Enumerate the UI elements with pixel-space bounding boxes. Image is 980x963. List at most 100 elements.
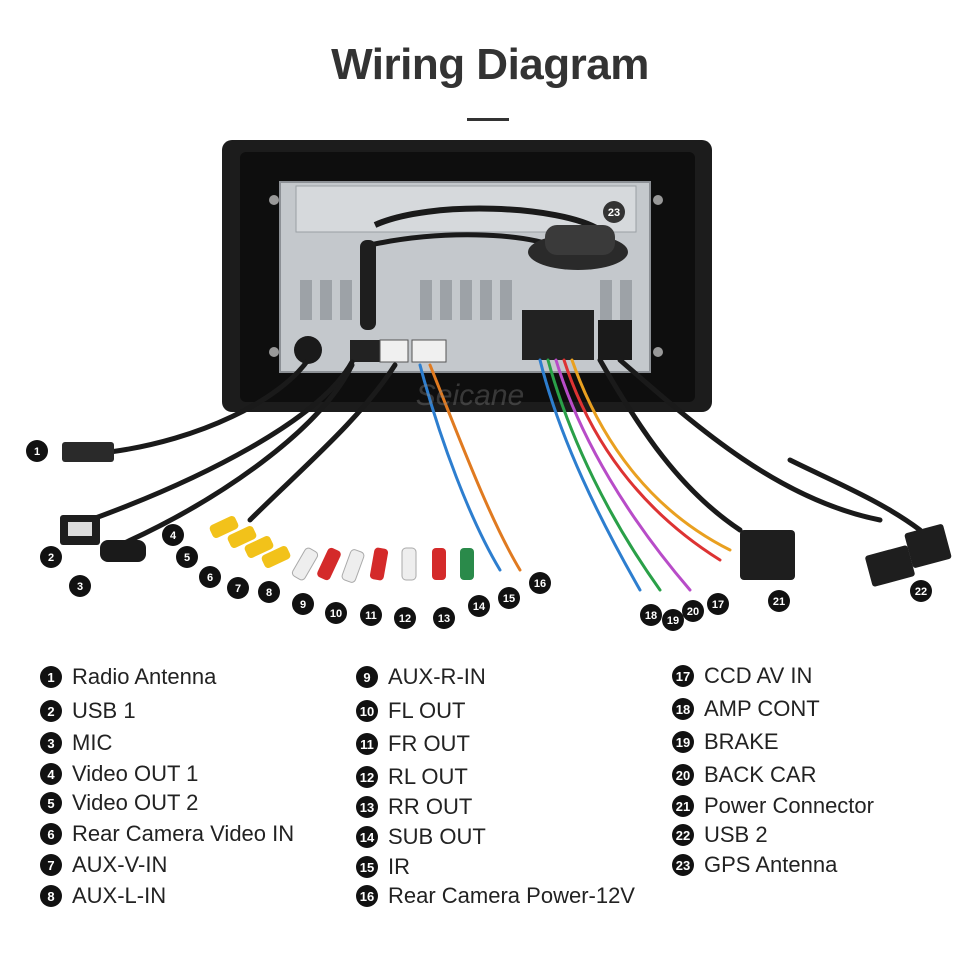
legend-label: USB 2 [704, 822, 768, 847]
callout-1: 1 [26, 440, 48, 462]
legend-item-rl-out: 12 RL OUT [356, 764, 468, 790]
legend-label: Video OUT 1 [72, 761, 199, 786]
svg-text:1: 1 [34, 446, 40, 458]
legend-item-brake: 19 BRAKE [672, 729, 779, 755]
legend-badge: 10 [356, 700, 378, 722]
legend-item-rear-camera-power: 16 Rear Camera Power-12V [356, 883, 635, 909]
radio-antenna-connector [62, 442, 114, 462]
callout-23: 23 [603, 201, 625, 223]
callout-6: 6 [199, 566, 221, 588]
legend-badge: 21 [672, 795, 694, 817]
legend: 1 Radio Antenna 2 USB 1 3 MIC 4 Video OU… [0, 660, 980, 920]
usb-1-connector [60, 515, 100, 545]
rca-plugs [209, 516, 474, 583]
legend-item-gps-antenna: 23 GPS Antenna [672, 852, 837, 878]
svg-text:20: 20 [687, 606, 699, 618]
legend-item-ir: 15 IR [356, 854, 410, 880]
legend-badge: 16 [356, 885, 378, 907]
legend-label: BRAKE [704, 729, 779, 754]
callout-18: 18 [640, 604, 662, 626]
legend-item-fl-out: 10 FL OUT [356, 698, 465, 724]
callout-7: 7 [227, 577, 249, 599]
callout-11: 11 [360, 604, 382, 626]
callout-14: 14 [468, 595, 490, 617]
svg-text:7: 7 [235, 583, 241, 595]
legend-badge: 1 [40, 666, 62, 688]
legend-badge: 7 [40, 854, 62, 876]
callout-9: 9 [292, 593, 314, 615]
legend-badge: 14 [356, 826, 378, 848]
svg-text:15: 15 [503, 593, 515, 605]
svg-text:18: 18 [645, 610, 657, 622]
page-title: Wiring Diagram [331, 40, 649, 89]
callout-12: 12 [394, 607, 416, 629]
legend-badge: 3 [40, 732, 62, 754]
legend-item-video-out-1: 4 Video OUT 1 [40, 761, 198, 787]
callout-20: 20 [682, 600, 704, 622]
legend-label: AUX-L-IN [72, 883, 167, 908]
legend-badge: 11 [356, 733, 378, 755]
callout-16: 16 [529, 572, 551, 594]
legend-badge: 18 [672, 698, 694, 720]
legend-item-usb-1: 2 USB 1 [40, 698, 136, 724]
legend-label: Radio Antenna [72, 664, 217, 689]
wifi-antenna [360, 240, 376, 330]
legend-badge: 17 [672, 665, 694, 687]
legend-item-rear-camera-video-in: 6 Rear Camera Video IN [40, 821, 294, 847]
svg-text:6: 6 [207, 572, 213, 584]
legend-label: RL OUT [388, 764, 468, 789]
gps-antenna [369, 205, 628, 270]
legend-badge: 4 [40, 763, 62, 785]
legend-item-sub-out: 14 SUB OUT [356, 824, 486, 850]
callout-5: 5 [176, 546, 198, 568]
legend-label: FR OUT [388, 731, 470, 756]
legend-label: AUX-R-IN [388, 664, 486, 689]
legend-label: Rear Camera Power-12V [388, 883, 635, 908]
legend-badge: 19 [672, 731, 694, 753]
power-connector [740, 530, 795, 580]
callout-15: 15 [498, 587, 520, 609]
legend-label: Video OUT 2 [72, 790, 199, 815]
svg-text:23: 23 [608, 207, 620, 219]
usb-2-connector [865, 524, 952, 587]
callout-10: 10 [325, 602, 347, 624]
legend-label: FL OUT [388, 698, 466, 723]
legend-badge: 22 [672, 824, 694, 846]
mic-jack [100, 540, 146, 562]
legend-badge: 2 [40, 700, 62, 722]
legend-label: AUX-V-IN [72, 852, 168, 877]
callout-3: 3 [69, 575, 91, 597]
svg-text:9: 9 [300, 599, 306, 611]
legend-label: SUB OUT [388, 824, 486, 849]
watermark: Seicane [416, 379, 524, 412]
legend-item-radio-antenna: 1 Radio Antenna [40, 664, 216, 690]
legend-item-fr-out: 11 FR OUT [356, 731, 470, 757]
legend-item-aux-r-in: 9 AUX-R-IN [356, 664, 486, 690]
legend-item-ccd-av-in: 17 CCD AV IN [672, 663, 812, 689]
legend-item-power-connector: 21 Power Connector [672, 793, 874, 819]
callout-4: 4 [162, 524, 184, 546]
callout-21: 21 [768, 590, 790, 612]
legend-label: USB 1 [72, 698, 136, 723]
legend-item-aux-l-in: 8 AUX-L-IN [40, 883, 166, 909]
legend-label: Rear Camera Video IN [72, 821, 295, 846]
callout-19: 19 [662, 609, 684, 631]
wiring-diagram-illustration: Seicane 1 2 3 4 5 6 7 8 9 10 11 12 13 14… [26, 140, 952, 631]
svg-text:19: 19 [667, 615, 679, 627]
legend-item-usb-2: 22 USB 2 [672, 822, 768, 848]
legend-badge: 12 [356, 766, 378, 788]
legend-badge: 5 [40, 792, 62, 814]
callout-8: 8 [258, 581, 280, 603]
svg-text:13: 13 [438, 613, 450, 625]
svg-text:21: 21 [773, 596, 785, 608]
callout-2: 2 [40, 546, 62, 568]
svg-text:12: 12 [399, 613, 411, 625]
legend-item-amp-cont: 18 AMP CONT [672, 696, 820, 722]
legend-badge: 15 [356, 856, 378, 878]
legend-badge: 20 [672, 764, 694, 786]
svg-text:22: 22 [915, 586, 927, 598]
legend-item-mic: 3 MIC [40, 730, 112, 756]
svg-text:11: 11 [365, 610, 377, 622]
svg-text:4: 4 [170, 530, 177, 542]
head-unit [222, 140, 712, 412]
